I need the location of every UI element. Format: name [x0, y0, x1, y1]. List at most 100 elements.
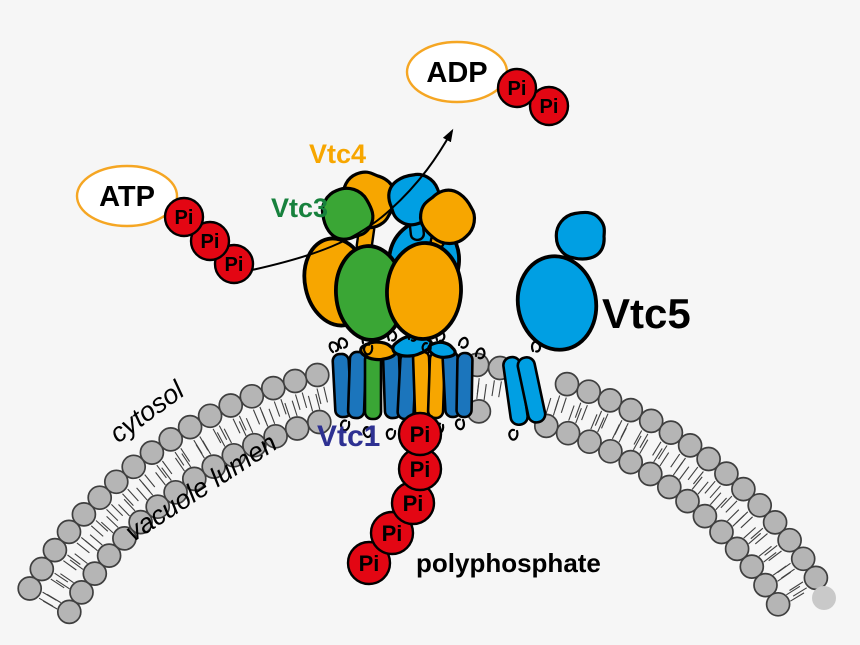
- lipid-tail: [789, 581, 804, 591]
- polyphosphate-label: polyphosphate: [416, 548, 601, 578]
- lipid-tail: [212, 428, 222, 444]
- membrane: [17, 352, 836, 625]
- lipid-tail: [653, 448, 663, 463]
- lipid-tail: [715, 497, 728, 511]
- lipid-tail: [106, 516, 119, 528]
- lipid-head: [747, 492, 773, 518]
- vtc-complex-body: [302, 170, 477, 356]
- lipid-head: [692, 503, 718, 529]
- lipid-tail: [639, 433, 649, 449]
- lipid-head: [637, 461, 663, 487]
- lipid-head: [598, 438, 623, 464]
- lipid-tail: [709, 485, 721, 499]
- lipid-head: [618, 397, 644, 423]
- lipid-head: [29, 556, 55, 582]
- lipid-tail: [294, 394, 301, 410]
- lipid-tail: [155, 472, 166, 486]
- tm-helix-vtc3: [363, 351, 383, 421]
- lipid-tail: [67, 554, 81, 565]
- lipid-tail: [63, 560, 77, 571]
- lipid-head: [284, 416, 310, 441]
- lipid-tail: [687, 466, 699, 481]
- lipid-tail: [692, 471, 704, 485]
- lipid-tail: [174, 451, 185, 466]
- vtc5-label: Vtc5: [602, 290, 691, 337]
- lipid-tail: [89, 534, 103, 546]
- vtc3-label: Vtc3: [271, 193, 328, 223]
- lipid-tail: [74, 553, 88, 564]
- lipid-head: [42, 537, 68, 563]
- lipid-tail: [786, 585, 801, 596]
- lipid-tail: [618, 427, 627, 443]
- lipid-tail: [238, 415, 247, 431]
- lipid-tail: [238, 421, 247, 437]
- lipid-tail: [144, 474, 156, 488]
- lipid-head: [731, 476, 756, 502]
- lipid-head: [103, 469, 129, 495]
- loop-squiggle: [457, 336, 469, 349]
- tm-helix: [346, 350, 368, 420]
- lipid-head: [724, 536, 750, 562]
- lipid-tail: [316, 388, 322, 405]
- lipid-tail: [725, 500, 738, 513]
- vtc5-protein: [515, 210, 606, 352]
- pi-label: Pi: [382, 521, 403, 546]
- lipid-head: [306, 409, 332, 435]
- lipid-tail: [491, 380, 495, 397]
- lipid-tail: [498, 381, 502, 398]
- lipid-head: [69, 580, 94, 605]
- lipid-tail: [748, 532, 762, 545]
- lipid-tail: [750, 527, 764, 540]
- lipid-head: [638, 408, 664, 434]
- adp-label: ADP: [426, 57, 487, 89]
- lipid-head: [790, 546, 816, 572]
- loop-squiggle: [421, 342, 432, 355]
- lipid-tail: [122, 493, 134, 506]
- lipid-head: [197, 403, 223, 429]
- lipid-tail: [790, 592, 805, 602]
- lipid-tail: [754, 533, 768, 545]
- lipid-tail: [69, 559, 84, 570]
- pi-label: Pi: [175, 207, 194, 229]
- lipid-tail: [704, 480, 716, 494]
- lipid-tail: [792, 587, 807, 597]
- lipid-head: [555, 420, 581, 446]
- loop-squiggle: [454, 418, 466, 431]
- lipid-tail: [223, 428, 232, 444]
- lipid-tail: [273, 401, 281, 417]
- lipid-tail: [727, 509, 740, 522]
- lipid-tail: [106, 509, 119, 521]
- lipid-tail: [261, 411, 269, 427]
- lipid-tail: [758, 545, 772, 557]
- lipid-head: [17, 576, 43, 601]
- lipid-tail: [633, 430, 643, 445]
- lipid-head: [803, 565, 829, 591]
- lipid-tail: [216, 432, 226, 447]
- lipid-head: [739, 554, 765, 579]
- lipid-head: [218, 393, 244, 418]
- lipid-tail: [483, 384, 487, 401]
- lipid-tail: [301, 392, 308, 409]
- lipid-tail: [597, 417, 605, 433]
- lipid-head: [96, 543, 122, 568]
- lipid-tail: [743, 527, 756, 539]
- lipid-tail: [232, 418, 241, 434]
- loop-squiggle: [337, 337, 349, 350]
- lipid-tail: [268, 408, 276, 424]
- lipid-head: [618, 449, 644, 475]
- pi-label: Pi: [359, 551, 380, 576]
- lipid-tail: [764, 544, 778, 556]
- lipid-head: [696, 446, 721, 472]
- vtc5-top-blob: [554, 210, 606, 261]
- lipid-head: [263, 423, 288, 449]
- pi-label: Pi: [508, 78, 527, 100]
- loop-squiggle: [362, 426, 373, 439]
- loop-squiggle: [363, 343, 374, 356]
- lipid-tail: [652, 441, 662, 456]
- pi-circle: [189, 220, 231, 262]
- tm-helix: [455, 351, 474, 419]
- lipid-tail: [90, 525, 104, 537]
- lipid-tail: [202, 440, 212, 455]
